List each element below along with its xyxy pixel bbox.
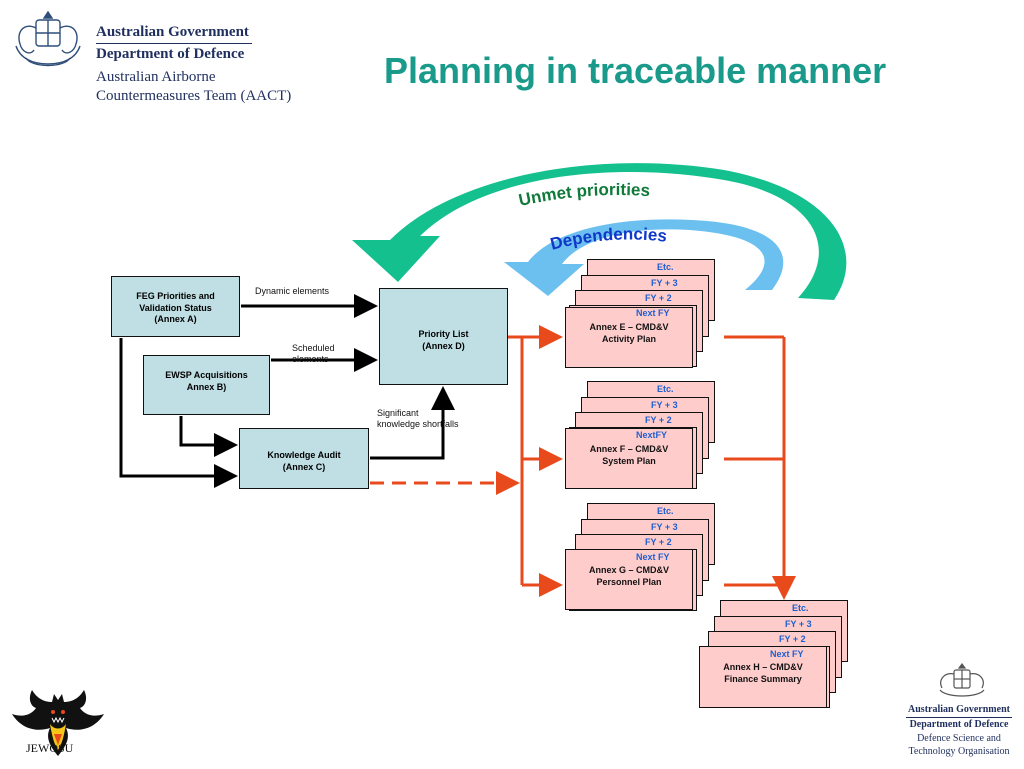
header-team-line1: Australian Airborne <box>96 69 216 85</box>
jewosu-label: JEWOSU <box>26 741 74 755</box>
annex-f-line2: System Plan <box>602 455 656 466</box>
annex-f-line1: Annex F – CMD&V <box>589 444 669 454</box>
annex-f-etc-label: Etc. <box>657 384 674 394</box>
audit-to-priority-arrow <box>370 386 455 460</box>
annex-g-line2: Personnel Plan <box>596 576 662 587</box>
annex-g-next-label: Next FY <box>636 552 670 562</box>
annex-g-fy2-label: FY + 2 <box>645 537 672 547</box>
footer-gov: Australian Government <box>908 704 1010 715</box>
priority-line2: (Annex D) <box>422 340 465 351</box>
annex-f-title: Annex F – CMD&V System Plan <box>565 444 693 467</box>
significant-line1: Significant <box>377 408 419 418</box>
scheduled-line2: elements <box>292 354 329 365</box>
footer-org-line2: Technology Organisation <box>908 746 1010 757</box>
dsto-crest <box>932 662 992 702</box>
unmet-priorities-arrow <box>352 163 847 300</box>
dependencies-arrow <box>504 219 784 296</box>
feg-line3: (Annex A) <box>154 314 197 325</box>
annex-e-line2: Activity Plan <box>601 333 657 344</box>
annex-g-fy3-label: FY + 3 <box>651 522 678 532</box>
annex-g-line1: Annex G – CMD&V <box>588 565 669 575</box>
feg-to-audit-line <box>119 338 238 488</box>
annex-h-main-card <box>699 646 827 708</box>
ewsp-line2: Annex B) <box>186 381 227 392</box>
annex-e-fy3-label: FY + 3 <box>651 278 678 288</box>
jewosu-logo <box>8 684 108 764</box>
footer-divider <box>906 717 1012 718</box>
ewsp-line1: EWSP Acquisitions <box>165 370 248 380</box>
annex-g-main-card <box>565 549 693 610</box>
dynamic-elements-label: Dynamic elements <box>255 286 330 296</box>
header-gov-line2: Department of Defence <box>96 46 245 62</box>
priority-line1: Priority List <box>418 329 469 339</box>
annex-h-fy2-label: FY + 2 <box>779 634 806 644</box>
annex-e-line1: Annex E – CMD&V <box>589 322 669 332</box>
annex-g-etc-label: Etc. <box>657 506 674 516</box>
footer-dept: Department of Defence <box>909 719 1009 730</box>
annex-e-next-label: Next FY <box>636 308 670 318</box>
annex-f-next-label: NextFY <box>636 430 668 440</box>
audit-line2: (Annex C) <box>282 461 326 472</box>
annex-h-next-label: Next FY <box>770 649 804 659</box>
ewsp-acquisitions-box: EWSP Acquisitions Annex B) <box>143 355 270 415</box>
annex-e-main-card <box>565 307 693 368</box>
annex-e-fy2-label: FY + 2 <box>645 293 672 303</box>
scheduled-elements-label: Scheduled elements <box>292 343 335 366</box>
header-divider <box>96 43 252 44</box>
audit-line1: Knowledge Audit <box>267 450 341 460</box>
annex-f-fy3-label: FY + 3 <box>651 400 678 410</box>
annex-f-fy2-label: FY + 2 <box>645 415 672 425</box>
header-gov-line1: Australian Government <box>96 24 249 40</box>
annex-h-line1: Annex H – CMD&V <box>723 662 803 672</box>
annex-f-main-card <box>565 428 693 489</box>
annex-g-title: Annex G – CMD&V Personnel Plan <box>565 565 693 588</box>
annex-h-etc-label: Etc. <box>792 603 809 613</box>
feg-line1: FEG Priorities and <box>136 291 215 301</box>
annex-e-etc-label: Etc. <box>657 262 674 272</box>
knowledge-audit-box: Knowledge Audit (Annex C) <box>239 428 369 489</box>
feg-line2: Validation Status <box>139 302 212 313</box>
priority-list-box: Priority List (Annex D) <box>379 288 508 385</box>
annex-h-fy3-label: FY + 3 <box>785 619 812 629</box>
annex-h-title: Annex H – CMD&V Finance Summary <box>699 662 827 685</box>
footer-org-line1: Defence Science and <box>917 733 1001 744</box>
header-team-line2: Countermeasures Team (AACT) <box>96 88 292 104</box>
australian-government-crest <box>6 6 90 72</box>
significant-shortfalls-label: Significant knowledge shortfalls <box>377 408 459 431</box>
significant-line2: knowledge shortfalls <box>377 419 459 430</box>
annex-e-title: Annex E – CMD&V Activity Plan <box>565 322 693 345</box>
feg-priorities-box: FEG Priorities and Validation Status (An… <box>111 276 240 337</box>
annex-h-line2: Finance Summary <box>724 673 802 684</box>
ewsp-to-audit-line <box>179 416 238 457</box>
page-title: Planning in traceable manner <box>384 50 887 91</box>
scheduled-line1: Scheduled <box>292 343 335 353</box>
